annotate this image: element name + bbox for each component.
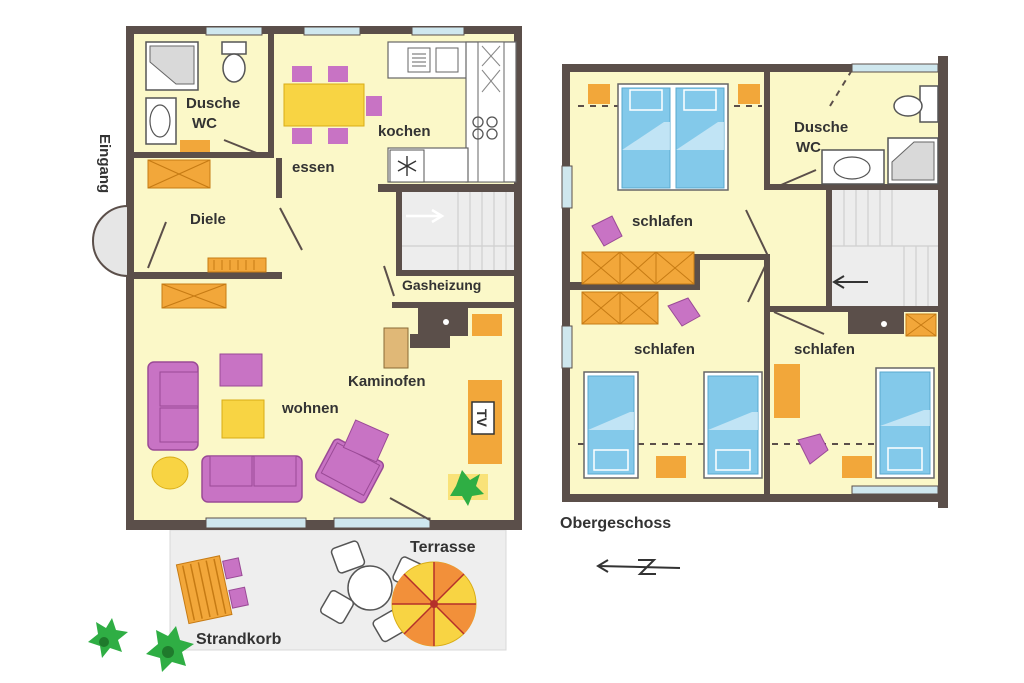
tv-screen [471,401,495,435]
plant-icon [448,470,488,506]
ground-bathroom-fixtures [145,41,247,152]
label-kaminofen: Kaminofen [348,373,426,390]
upper-bathroom-fixtures [821,85,939,185]
double-bed [617,83,729,191]
label-wohnen: wohnen [281,400,339,417]
strandkorb-chair [175,555,249,625]
diele-furniture [147,159,267,309]
footstool [342,419,390,463]
label-schlafen-2: schlafen [634,341,695,358]
upper-door-lines [745,169,825,335]
arrow-right-icon [406,208,445,224]
label-schlafen-1: schlafen [632,213,693,230]
single-beds [583,367,935,479]
door-lines [147,139,431,521]
label-diele: Diele [190,211,226,228]
ground-walls [126,26,522,530]
living-furniture [147,353,390,504]
upper-floor [561,56,948,508]
label-gasheizung: Gasheizung [402,277,481,293]
label-terrasse: Terrasse [410,539,476,556]
upper-walls [562,56,948,508]
dining-set [283,66,382,144]
armchair-top [219,353,263,387]
terrace-furniture [175,540,477,647]
north-arrow-icon [596,559,681,575]
terrace-table [347,565,393,611]
ground-staircase [402,192,514,270]
label-tv: TV [474,409,490,428]
dining-table [283,83,365,127]
upper-windows [561,63,939,495]
upper-staircase [832,190,938,306]
label-schlafen-3: schlafen [794,341,855,358]
snowflake-icon [397,156,417,176]
ground-floor [92,26,522,651]
round-side-table [151,456,189,490]
shrub-icons [88,618,194,672]
arrow-left-icon [832,275,868,289]
label-kochen: kochen [378,123,431,140]
wardrobes [581,251,695,325]
chair-purple [591,215,623,247]
toilet [221,41,247,55]
label-essen: essen [292,159,335,176]
label-eingang: Eingang [96,134,113,193]
ground-windows [205,26,465,529]
kitchen [387,41,517,183]
coffee-table [221,399,265,439]
label-obergeschoss: Obergeschoss [560,515,671,532]
label-strandkorb: Strandkorb [196,631,282,648]
parasol [391,561,477,647]
kaminofen-stove [383,327,409,369]
entrance-step [92,204,129,278]
